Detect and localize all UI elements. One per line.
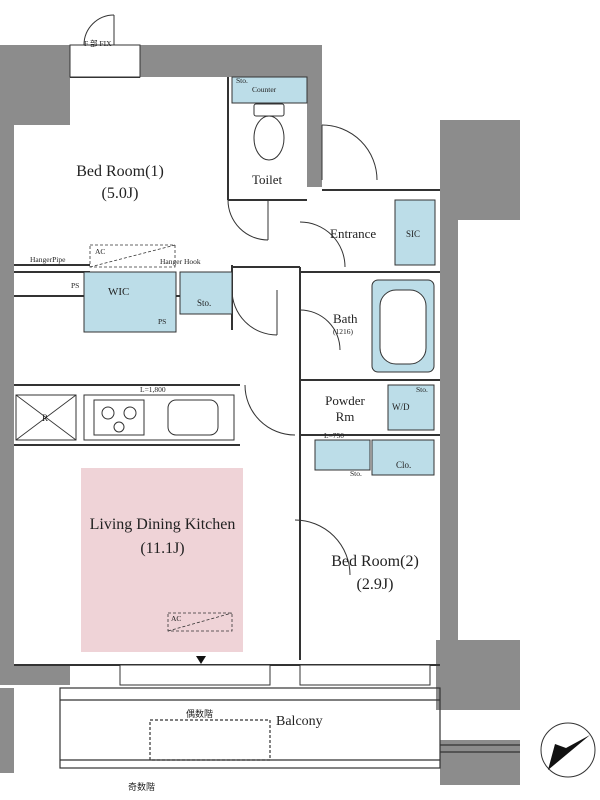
bedroom1-name: Bed Room(1) [76, 163, 164, 180]
wic-label: WIC [108, 286, 130, 298]
vanity-length: L=750 [324, 431, 345, 440]
ac-ldk-label: AC [171, 614, 182, 623]
sto-powder-label: Sto. [416, 385, 428, 394]
ac-units [89, 244, 233, 632]
sto-small-label: Sto. [350, 469, 362, 478]
sic-label: SIC [406, 229, 421, 239]
balcony-label: Balcony [276, 714, 323, 729]
ldk-name: Living Dining Kitchen [89, 516, 236, 533]
toilet-label: Toilet [252, 172, 283, 187]
sto-wic-label: Sto. [197, 298, 212, 308]
hanger-hook-label: Hanger Hook [160, 257, 201, 266]
sto-counter-counter: Counter [252, 85, 277, 94]
exterior-walls [0, 45, 520, 785]
ac-bedroom-label: AC [95, 247, 106, 256]
wd-label: W/D [392, 402, 410, 412]
bedroom2-name: Bed Room(2) [331, 553, 419, 570]
bedroom1-size: (5.0J) [101, 185, 139, 202]
ps-wic-label: PS [158, 317, 167, 326]
kitchen-counter [83, 394, 235, 441]
north-compass [540, 722, 596, 778]
bedroom2-size: (2.9J) [356, 576, 394, 593]
windows [69, 44, 431, 686]
kitchen-length: L=1,800 [140, 385, 166, 394]
entrance-arrow [196, 656, 206, 664]
bath-name: Bath [333, 311, 358, 326]
toilet-fixture [253, 103, 285, 161]
entrance-label: Entrance [330, 226, 377, 241]
bath-size: (1216) [333, 327, 353, 336]
hanger-pipe-label: HangerPipe [30, 255, 66, 264]
powder-name: Powder [325, 393, 365, 408]
door-swings [83, 14, 378, 576]
sto-counter-sto: Sto. [236, 76, 248, 85]
fix-window-label: F 部 FIX [84, 39, 112, 48]
clo-label: Clo. [396, 460, 412, 470]
ps-top-label: PS [71, 281, 80, 290]
bathtub [371, 279, 435, 373]
ldk-size: (11.1J) [140, 540, 185, 557]
odd-floor-label: 奇数階 [128, 782, 156, 792]
even-floor-label: 偶数階 [186, 709, 214, 719]
storage-fills [15, 76, 436, 476]
powder-rm: Rm [335, 409, 355, 424]
ldk-highlight [81, 468, 243, 652]
fridge-label: R [42, 413, 49, 423]
balcony-outline [59, 687, 520, 769]
